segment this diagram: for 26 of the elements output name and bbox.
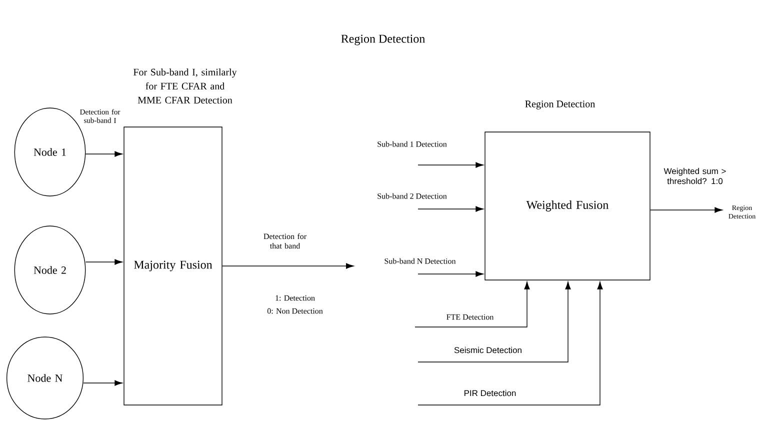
edge-label: Sub-band 1 Detection (378, 141, 447, 147)
arrow (650, 207, 722, 213)
edge-label: Weighted sum > threshold? 1:0 (664, 168, 726, 184)
arrow (418, 162, 484, 168)
arrow (414, 282, 530, 328)
arrow (418, 206, 484, 212)
edge-label: Detection for that band (264, 233, 306, 249)
fusion-box: Majority Fusion (124, 126, 222, 406)
edge-label: Seismic Detection (454, 346, 522, 354)
edge-label: Sub-band 2 Detection (378, 193, 447, 199)
heading: For Sub-band I, similarly for FTE CFAR and MME CFAR Detection (134, 68, 237, 104)
arrow (418, 271, 484, 277)
edge-label: Sub-band N Detection (384, 258, 456, 264)
edge-label: PIR Detection (464, 390, 516, 396)
fusion-box: Weighted Fusion (484, 132, 650, 280)
edge-label: FTE Detection (446, 314, 494, 320)
arrow (418, 282, 571, 362)
note: 1: Detection (276, 295, 315, 301)
arrow (85, 259, 122, 265)
arrow (418, 282, 603, 406)
arrow (222, 263, 354, 269)
arrow (83, 380, 122, 386)
arrow (85, 151, 122, 157)
note: 0: Non Detection (267, 308, 323, 314)
heading: Region Detection (525, 100, 595, 110)
title: Region Detection (341, 34, 425, 46)
